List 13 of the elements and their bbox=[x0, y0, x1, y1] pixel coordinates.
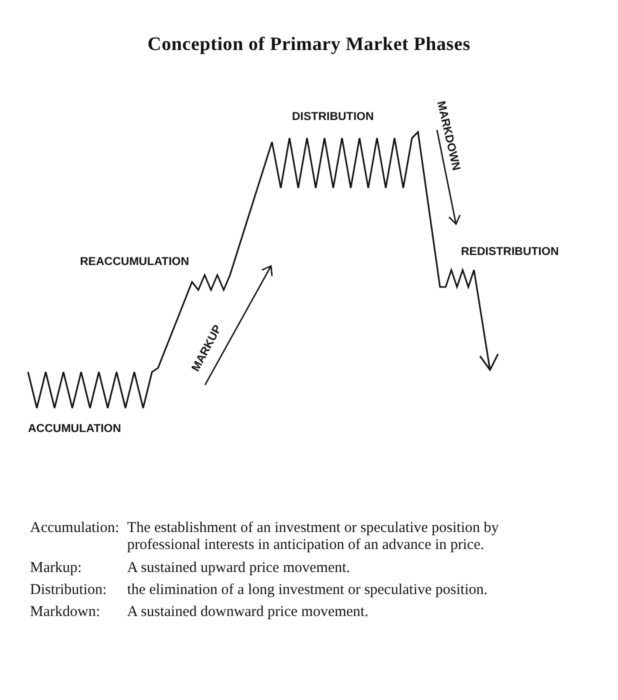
phase-label: REDISTRIBUTION bbox=[461, 246, 559, 258]
phase-label: REACCUMULATION bbox=[80, 256, 190, 268]
phase-label: DISTRIBUTION bbox=[292, 111, 374, 123]
term: Accumulation: bbox=[30, 520, 120, 538]
title: Conception of Primary Market Phases bbox=[146, 34, 472, 56]
definition: A sustained downward price movement. bbox=[127, 604, 370, 622]
term: Markdown: bbox=[30, 604, 101, 622]
definition: the elimination of a long investment or speculative position. bbox=[127, 582, 489, 599]
term: Distribution: bbox=[30, 582, 108, 599]
phase-label: ACCUMULATION bbox=[28, 423, 122, 435]
definition: A sustained upward price movement. bbox=[127, 560, 352, 577]
term: Markup: bbox=[30, 560, 83, 577]
definition: The establishment of an investment or speculative position by professional interests in anticipation of an advance in price. bbox=[127, 520, 500, 554]
